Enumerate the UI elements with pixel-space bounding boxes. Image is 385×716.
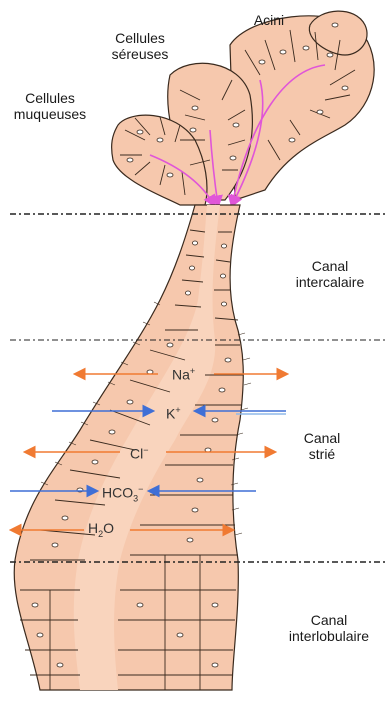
ion-cl-base: Cl [130,446,143,462]
ion-hco3-base: HCO [102,485,133,501]
label-canal-strie: Canal strié [292,430,352,462]
ion-na: Na+ [172,363,195,383]
ion-k-base: K [166,406,175,422]
ion-na-charge: + [190,366,195,376]
label-canal-strie-line1: Canal [292,430,352,446]
ion-k: K+ [166,402,181,422]
label-cellules-muqueuses: Cellules muqueuses [8,90,92,122]
label-canal-interlobulaire: Canal interlobulaire [276,612,382,644]
label-canal-intercalaire: Canal intercalaire [282,258,378,290]
ion-na-base: Na [172,367,190,383]
label-cellules-muqueuses-line2: muqueuses [8,106,92,122]
label-canal-interlobulaire-line2: interlobulaire [276,628,382,644]
label-cellules-muqueuses-line1: Cellules [8,90,92,106]
label-cellules-sereuses-line2: séreuses [100,46,180,62]
label-acini-text: Acini [254,12,284,28]
label-canal-intercalaire-line2: intercalaire [282,274,378,290]
label-canal-intercalaire-line1: Canal [282,258,378,274]
label-cellules-sereuses: Cellules séreuses [100,30,180,62]
ion-h2o-tail: O [103,520,114,536]
ion-hco3-charge: − [138,484,143,494]
label-acini: Acini [244,12,294,28]
label-canal-strie-line2: strié [292,446,352,462]
label-canal-interlobulaire-line1: Canal [276,612,382,628]
ion-k-charge: + [175,405,180,415]
ion-cl: Cl− [130,442,149,462]
ion-hco3-sub: 3 [133,493,138,503]
ion-h2o-base: H [88,520,98,536]
label-cellules-sereuses-line1: Cellules [100,30,180,46]
ion-hco3: HCO3− [102,481,143,506]
ion-h2o: H2O [88,520,114,542]
ion-cl-charge: − [143,445,148,455]
